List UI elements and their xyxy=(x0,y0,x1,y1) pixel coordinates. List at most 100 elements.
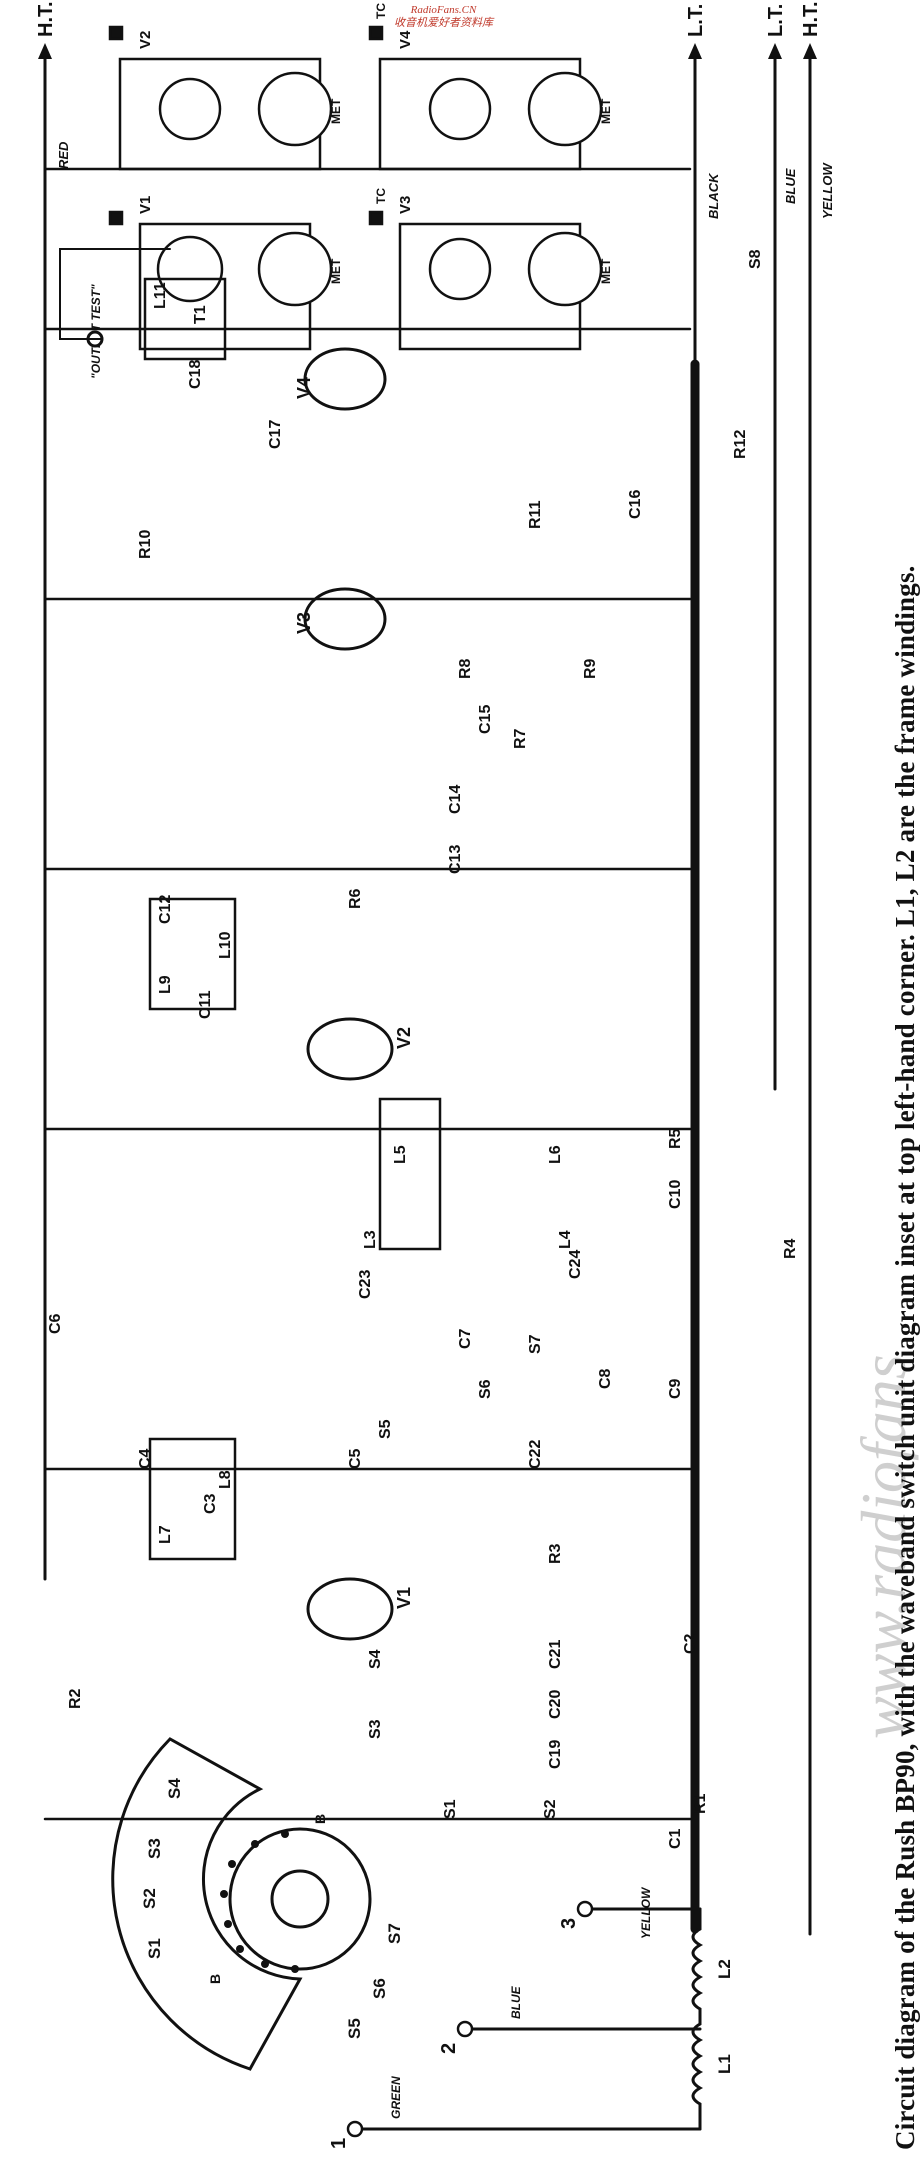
site-subtitle: 收音机爱好者资料库 xyxy=(394,17,493,29)
c18-label: C18 xyxy=(187,360,204,389)
c12-label: C12 xyxy=(157,895,174,924)
c24-label: C24 xyxy=(567,1250,584,1279)
ht-minus-label: H.T. - xyxy=(800,0,822,37)
r11-label: R11 xyxy=(527,500,544,529)
site-header: RadioFans.CN 收音机爱好者资料库 xyxy=(394,4,493,30)
figure-caption: Circuit diagram of the Rush BP90, with t… xyxy=(890,565,920,2150)
inset-s3: S3 xyxy=(145,1838,164,1859)
inset-met-label-v3: MET xyxy=(599,258,613,284)
l10-label: L10 xyxy=(217,931,234,959)
c19-label: C19 xyxy=(547,1740,564,1769)
if-coil-l7-l8 xyxy=(148,1437,237,1561)
r12-label: R12 xyxy=(732,430,749,459)
v4-label: V4 xyxy=(294,377,314,399)
site-name[interactable]: RadioFans.CN xyxy=(410,4,477,16)
inset-met-label-v2: MET xyxy=(329,98,343,124)
terminal-2-label: 2 xyxy=(438,2043,460,2054)
terminal-2 xyxy=(456,2020,474,2038)
c17-label: C17 xyxy=(267,420,284,449)
l8-label: L8 xyxy=(217,1470,234,1489)
s8-label: S8 xyxy=(747,249,764,269)
c8-label: C8 xyxy=(597,1368,614,1389)
l4-label: L4 xyxy=(557,1230,574,1249)
inset-s2: S2 xyxy=(140,1888,159,1909)
l1-label: L1 xyxy=(715,2054,734,2074)
c9-label: C9 xyxy=(667,1378,684,1399)
inset-s7: S7 xyxy=(385,1923,404,1944)
r7-label: R7 xyxy=(512,728,529,749)
frame-winding-l2 xyxy=(691,1927,704,2011)
c1-label: C1 xyxy=(667,1828,684,1849)
c2-label: C2 xyxy=(682,1633,699,1654)
c23-label: C23 xyxy=(357,1270,374,1299)
c22-label: C22 xyxy=(527,1440,544,1469)
r8-label: R8 xyxy=(457,658,474,679)
terminal-3-label: 3 xyxy=(558,1918,580,1929)
c20-label: C20 xyxy=(547,1690,564,1719)
s5-label: S5 xyxy=(377,1419,394,1439)
valve-base-inset xyxy=(108,25,603,351)
inset-v4-label: V4 xyxy=(397,30,414,49)
c3-label: C3 xyxy=(202,1493,219,1514)
r3-label: R3 xyxy=(547,1543,564,1564)
inset-s1: S1 xyxy=(145,1938,164,1959)
valve-v1 xyxy=(306,1577,394,1641)
inset-tc-label-v2: TC xyxy=(374,3,388,19)
l9-label: L9 xyxy=(157,975,174,994)
terminal-3-colour: YELLOW xyxy=(639,1886,653,1939)
r2-label: R2 xyxy=(67,1688,84,1709)
v2-label: V2 xyxy=(394,1027,414,1049)
c15-label: C15 xyxy=(477,705,494,734)
aerial-coils-box xyxy=(378,1097,442,1251)
s3-label: S3 xyxy=(367,1719,384,1739)
inset-s5: S5 xyxy=(345,2018,364,2039)
blue-rail-label: BLUE xyxy=(783,168,798,204)
s7-label: S7 xyxy=(527,1334,544,1354)
inset-v1-label: V1 xyxy=(137,196,154,214)
r5-label: R5 xyxy=(667,1128,684,1149)
inset-tc-label-v1: TC xyxy=(374,188,388,204)
inset-v3-label: V3 xyxy=(397,196,414,214)
r10-label: R10 xyxy=(137,530,154,559)
c4-label: C4 xyxy=(137,1448,154,1469)
valve-v2 xyxy=(306,1017,394,1081)
c21-label: C21 xyxy=(547,1640,564,1669)
terminal-1-colour: GREEN xyxy=(389,2076,403,2119)
c11-label: C11 xyxy=(197,990,214,1019)
c10-label: C10 xyxy=(667,1180,684,1209)
terminal-3 xyxy=(576,1900,594,1918)
ht-plus-label: H.T. + xyxy=(35,0,57,37)
inset-s4: S4 xyxy=(165,1778,184,1799)
yellow-rail-label: YELLOW xyxy=(820,162,835,219)
s4-label: S4 xyxy=(367,1649,384,1669)
inset-met-label-v1: MET xyxy=(329,258,343,284)
l2-label: L2 xyxy=(715,1959,734,1979)
black-label: BLACK xyxy=(706,172,721,219)
c5-label: C5 xyxy=(347,1448,364,1469)
frame-winding-l1 xyxy=(691,2022,704,2106)
lt-minus-label: L.T. - xyxy=(685,0,707,37)
c13-label: C13 xyxy=(447,845,464,874)
inset-met-label-v4: MET xyxy=(599,98,613,124)
s1-label: S1 xyxy=(442,1799,459,1819)
c14-label: C14 xyxy=(447,785,464,814)
valve-v4 xyxy=(303,347,387,411)
l5-label: L5 xyxy=(392,1145,409,1164)
inset-v2-label: V2 xyxy=(137,31,154,49)
red-label: RED xyxy=(56,141,71,169)
l6-label: L6 xyxy=(547,1145,564,1164)
r9-label: R9 xyxy=(582,658,599,679)
if-coil-l9-l10 xyxy=(148,897,237,1011)
s6-label: S6 xyxy=(477,1379,494,1399)
watermark: www.radiofans xyxy=(848,1354,919,1739)
l7-label: L7 xyxy=(157,1525,174,1544)
l11-label: L11 xyxy=(152,282,169,309)
v1-label: V1 xyxy=(394,1587,414,1609)
t1-label: T1 xyxy=(192,305,209,324)
s2-label: S2 xyxy=(542,1799,559,1819)
terminal-1-label: 1 xyxy=(328,2138,350,2149)
waveband-switch-inset xyxy=(111,1737,372,2071)
r1-label: R1 xyxy=(692,1793,709,1814)
